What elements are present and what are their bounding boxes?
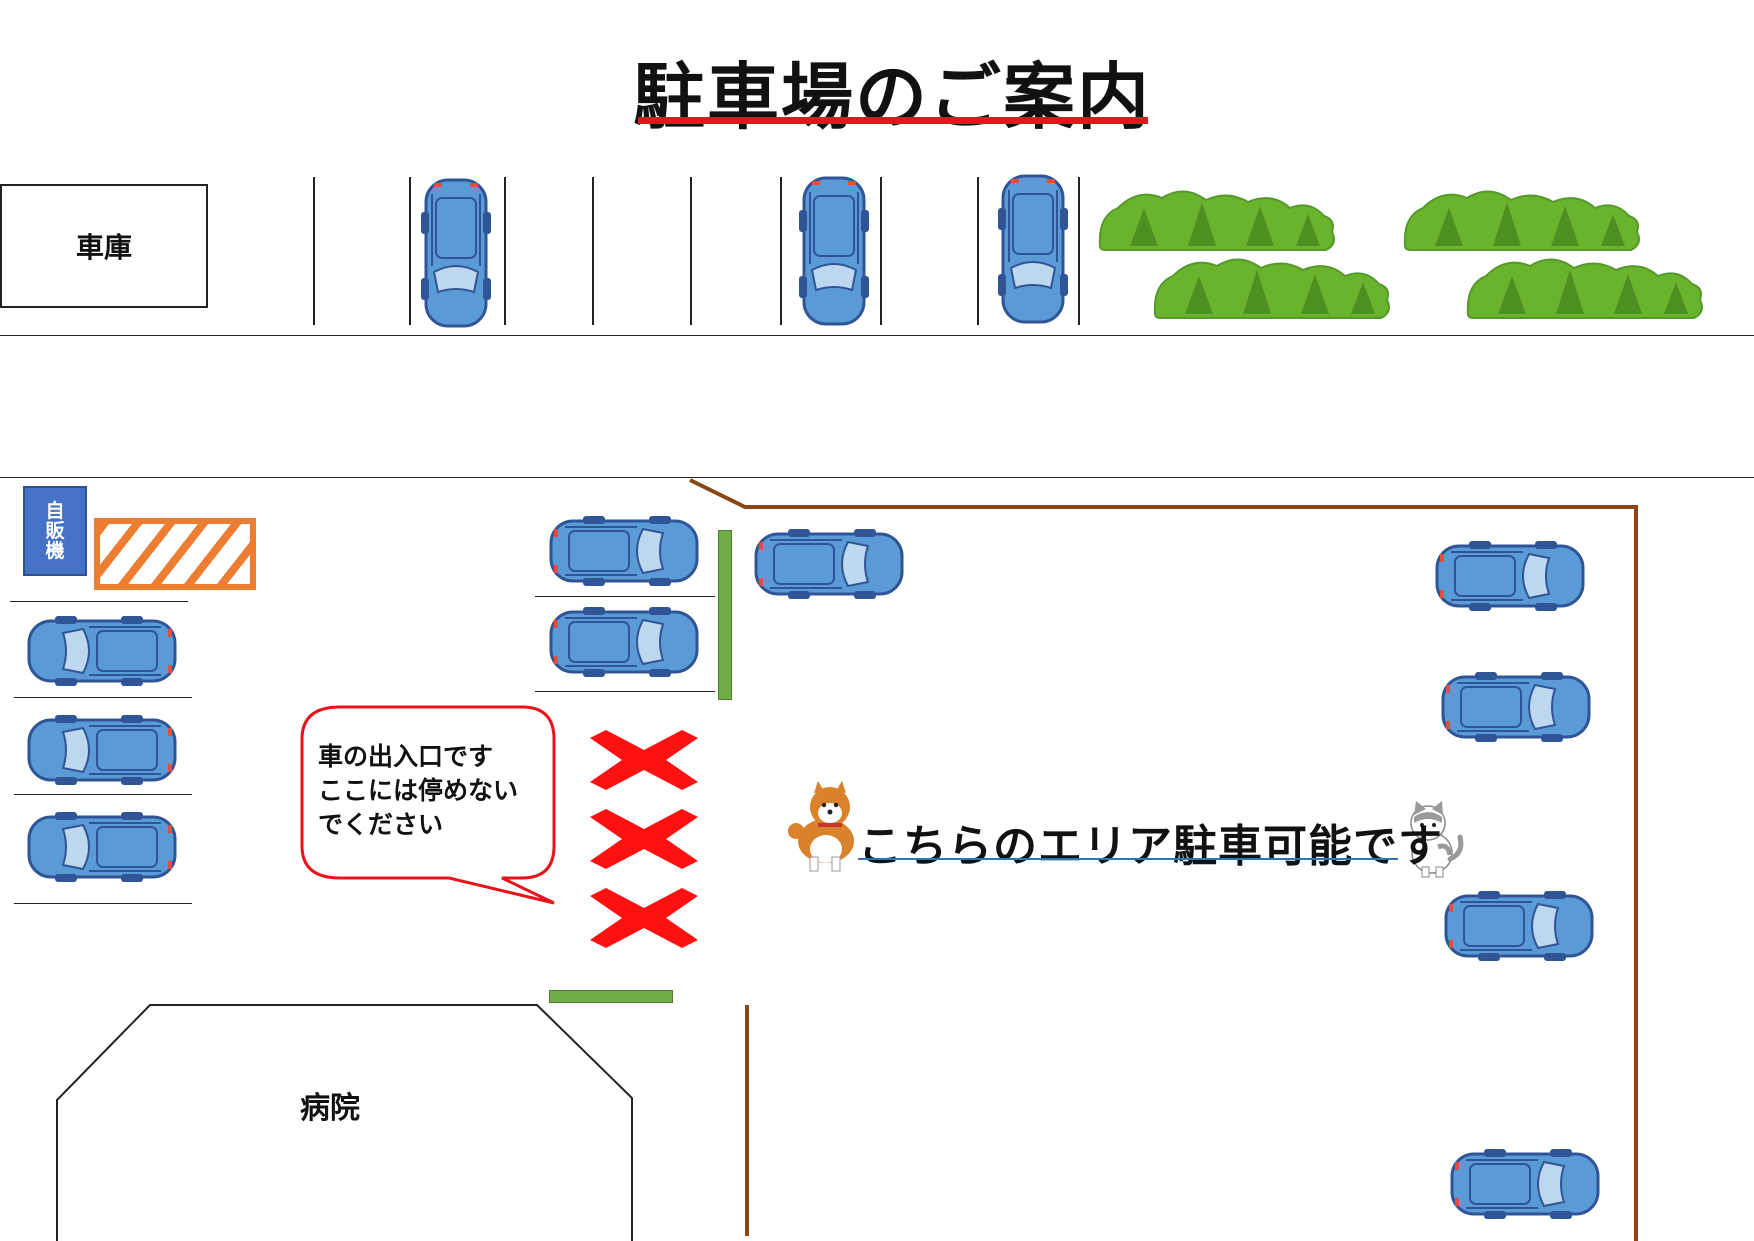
cat-icon (1410, 801, 1464, 878)
hedge-icon (1403, 190, 1640, 251)
stall-line (780, 177, 782, 325)
stall-line (1078, 177, 1080, 325)
stall-line (504, 177, 506, 325)
car-topview-icon (27, 810, 177, 884)
green-barrier (549, 990, 673, 1003)
car-topview-icon (419, 178, 493, 328)
green-barrier (718, 530, 732, 700)
stall-line (535, 596, 715, 597)
page-title: 駐車場のご案内 (632, 55, 1151, 139)
stall-line (690, 177, 692, 325)
fence-line (689, 478, 1638, 1241)
stall-line (313, 177, 315, 325)
stall-line (14, 697, 192, 698)
vending-machine: 自 販 機 (23, 486, 87, 576)
car-topview-icon (797, 176, 871, 326)
vending-char: 販 (45, 520, 65, 542)
bubble-line: でください (318, 810, 444, 839)
speech-bubble (300, 705, 556, 905)
hedge-icon (1153, 258, 1390, 319)
car-topview-icon (996, 174, 1070, 324)
car-topview-icon (754, 527, 904, 601)
garage-label: 車庫 (75, 231, 132, 264)
no-parking-cross-icon (590, 888, 698, 948)
bubble-line: 車の出入口です (318, 742, 494, 771)
parking-area-label: こちらのエリア駐車可能です (858, 821, 1443, 872)
stall-line (880, 177, 882, 325)
car-topview-icon (1444, 889, 1594, 963)
parking-area-underline (858, 858, 1398, 860)
hospital-label: 病院 (300, 1091, 360, 1126)
vending-char: 自 (45, 500, 65, 522)
bubble-line: ここには停めない (318, 776, 519, 805)
stall-line (14, 903, 192, 904)
hedge-icon (1098, 190, 1335, 251)
car-topview-icon (549, 605, 699, 679)
stall-line (409, 177, 411, 325)
car-topview-icon (1450, 1147, 1600, 1221)
no-parking-cross-icon (590, 809, 698, 869)
hospital-outline (56, 1004, 633, 1241)
road-edge-line (0, 477, 1754, 478)
no-parking-cross-icon (590, 730, 698, 790)
garage-box: 車庫 (0, 184, 208, 308)
car-topview-icon (549, 514, 699, 588)
stall-line (592, 177, 594, 325)
car-topview-icon (27, 713, 177, 787)
road-edge-line (0, 335, 1754, 336)
hatched-zone (94, 518, 256, 590)
stall-line (10, 601, 188, 602)
stall-line (14, 794, 192, 795)
car-topview-icon (1441, 670, 1591, 744)
vending-char: 機 (45, 540, 65, 562)
title-underline (638, 117, 1148, 124)
car-topview-icon (1435, 539, 1585, 613)
bubble-text: 車の出入口です ここには停めない でください (318, 740, 558, 842)
stall-line (977, 177, 979, 325)
dog-icon (788, 781, 854, 872)
stall-line (535, 691, 715, 692)
hedge-icon (1466, 258, 1703, 319)
car-topview-icon (27, 614, 177, 688)
